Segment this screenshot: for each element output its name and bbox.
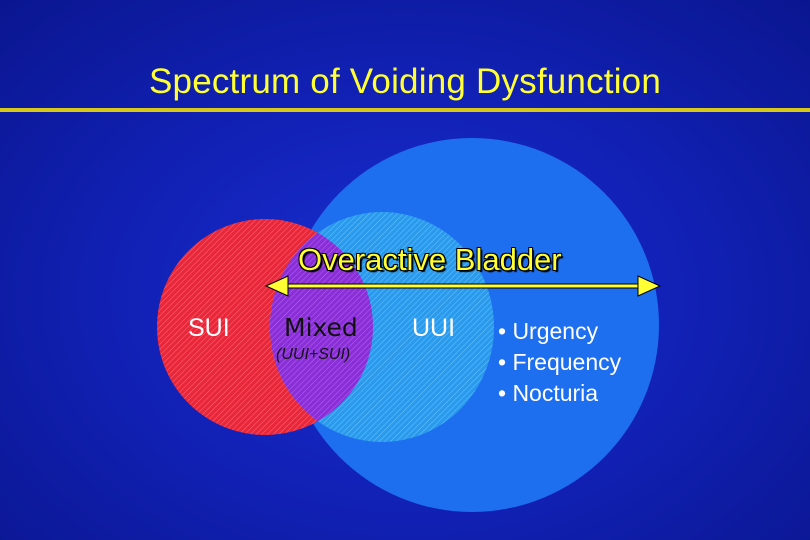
uui-label: UUI	[412, 314, 456, 342]
overactive-bladder-label: Overactive Bladder	[298, 242, 562, 277]
mixed-sublabel: (UUI+SUI)	[276, 346, 351, 363]
title-divider	[0, 108, 810, 112]
symptom-item: • Urgency	[498, 318, 599, 344]
slide-title: Spectrum of Voiding Dysfunction	[148, 62, 662, 101]
symptom-item: • Frequency	[498, 349, 622, 375]
mixed-overlap-region	[270, 219, 373, 435]
mixed-label: Mixed	[284, 313, 358, 342]
oab-range-arrow	[264, 275, 662, 297]
symptom-item: • Nocturia	[498, 380, 599, 406]
sui-label: SUI	[188, 314, 230, 342]
symptom-list: • Urgency • Frequency • Nocturia	[498, 316, 621, 409]
